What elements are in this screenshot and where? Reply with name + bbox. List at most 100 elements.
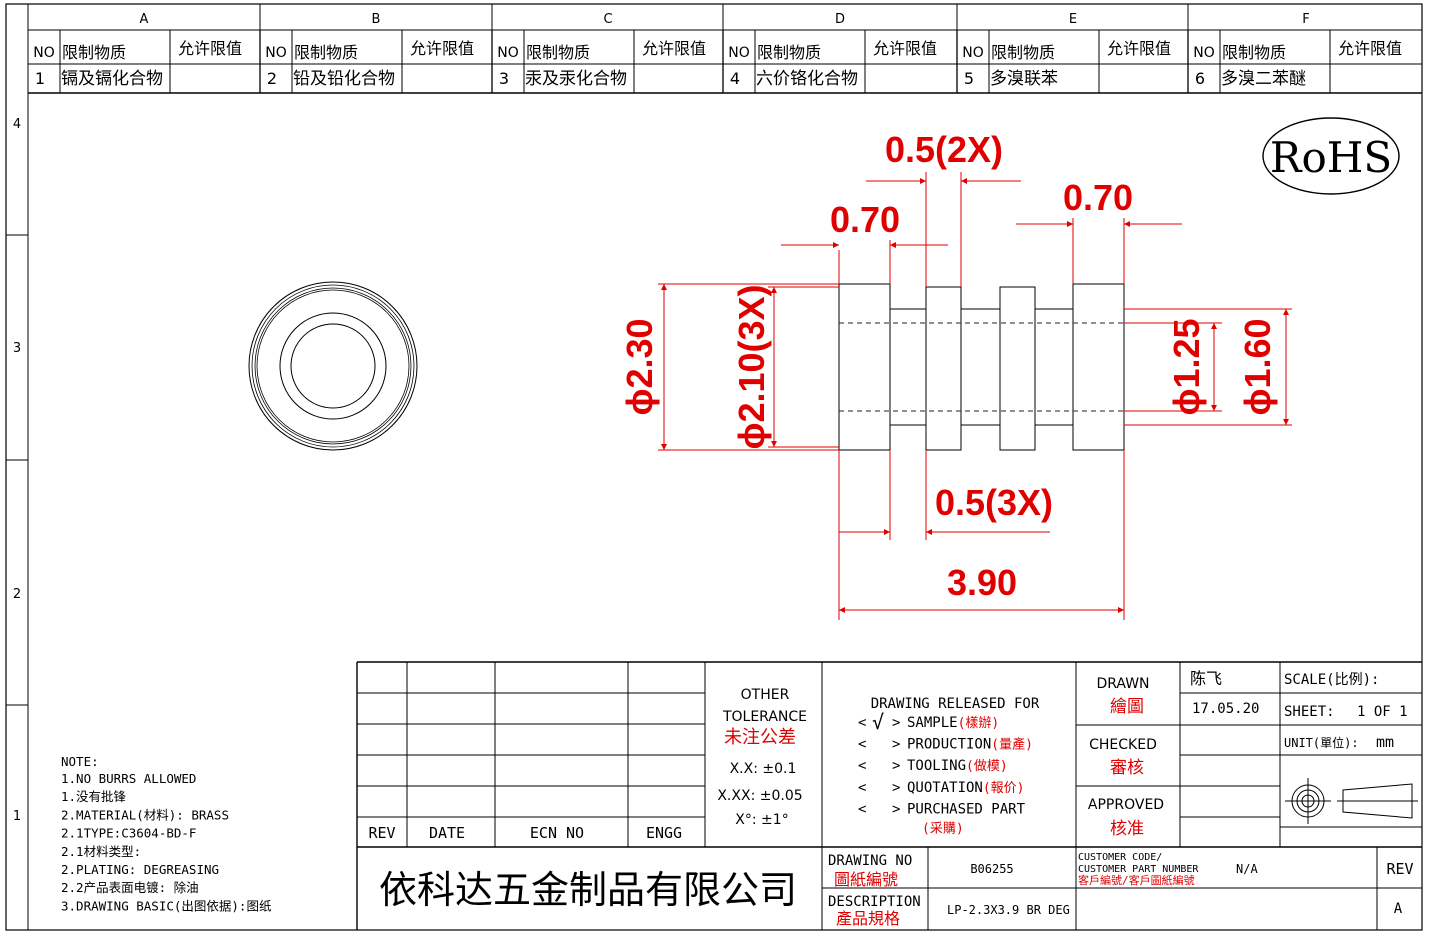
- substance-name: 多溴联苯: [990, 69, 1058, 89]
- customer-value: N/A: [1236, 862, 1258, 876]
- substance-name-header: 限制物质: [62, 43, 126, 62]
- substance-no-header: NO: [33, 45, 55, 61]
- substance-limit-header: 允许限值: [178, 39, 242, 58]
- release-bracket-open: <: [858, 737, 866, 753]
- note-line: 2.PLATING: DEGREASING: [61, 862, 219, 877]
- release-bracket-close: >: [892, 758, 900, 774]
- sheet-label: SHEET:: [1284, 704, 1335, 720]
- sheet-border: [5, 3, 1423, 931]
- substance-limit-header: 允许限值: [1338, 39, 1402, 58]
- zone-col-b: B: [372, 12, 381, 27]
- rev-label: REV: [1386, 860, 1413, 878]
- substance-no-header: NO: [265, 45, 287, 61]
- dim-inner-dia: ϕ1.25: [1166, 318, 1207, 415]
- projection-symbol-icon: [1285, 778, 1418, 824]
- release-block: DRAWING RELEASED FOR <>√SAMPLE(樣辦)<>PROD…: [858, 696, 1040, 836]
- release-title: DRAWING RELEASED FOR: [871, 696, 1040, 712]
- dim-flange-dia: ϕ2.10(3X): [731, 284, 772, 449]
- unit-value: mm: [1376, 733, 1394, 751]
- unit-label: UNIT(單位):: [1284, 735, 1359, 750]
- substance-name-header: 限制物质: [294, 43, 358, 62]
- drawing-no-label: DRAWING NO: [828, 853, 912, 869]
- substance-no: 3: [499, 69, 509, 88]
- substance-limit-header: 允许限值: [1107, 39, 1171, 58]
- dim-top-spacing: 0.5(2X): [885, 129, 1003, 170]
- bottom-info: DRAWING NO 圖紙編號 B06255 CUSTOMER CODE/ CU…: [828, 852, 1414, 928]
- release-option-label: QUOTATION: [907, 780, 983, 796]
- dimension-lines: [658, 172, 1292, 620]
- substance-no-header: NO: [1193, 45, 1215, 61]
- substance-name: 多溴二苯醚: [1221, 69, 1306, 89]
- checked-cn-label: 審核: [1110, 758, 1144, 778]
- release-bracket-close: >: [892, 801, 900, 817]
- checkmark-icon: √: [872, 710, 884, 734]
- release-option-cn-label: (報价): [983, 781, 1025, 796]
- dim-bottom-spacing: 0.5(3X): [935, 482, 1053, 523]
- drawing-no-cn-label: 圖紙編號: [834, 870, 898, 889]
- note-line: 1.没有批锋: [61, 789, 127, 804]
- zone-row-4: 4: [13, 117, 21, 132]
- rohs-badge: RoHS: [1262, 117, 1400, 195]
- flange-2: [925, 286, 962, 451]
- title-block-grid: [356, 661, 1422, 930]
- release-option-label: PURCHASED PART: [907, 801, 1026, 817]
- tolerance-xxx: X.XX: ±0.05: [717, 788, 802, 804]
- zone-col-d: D: [835, 12, 845, 27]
- dim-left-width: 0.70: [830, 199, 900, 240]
- substance-limit-header: 允许限值: [642, 39, 706, 58]
- release-option-cn-label: (量產): [991, 737, 1033, 753]
- rohs-label: RoHS: [1270, 133, 1392, 182]
- substance-no: 6: [1195, 69, 1205, 88]
- note-line: 1.NO BURRS ALLOWED: [61, 771, 196, 786]
- rev-header: REV: [368, 824, 395, 842]
- scale-block: SCALE(比例): SHEET: 1 OF 1 UNIT(單位): mm: [1284, 672, 1418, 824]
- release-bracket-open: <: [858, 758, 866, 774]
- substance-name: 汞及汞化合物: [525, 69, 627, 89]
- end-view: [248, 281, 418, 451]
- substance-name: 六价铬化合物: [756, 69, 858, 89]
- customer-cn-label: 客戶編號/客戶圖紙編號: [1078, 873, 1195, 887]
- substance-no: 1: [35, 69, 45, 88]
- notes-title: NOTE:: [61, 754, 99, 769]
- tolerance-xx: X.X: ±0.1: [730, 761, 797, 777]
- substance-no: 4: [730, 69, 740, 88]
- release-bracket-close: >: [892, 780, 900, 796]
- release-option-label: SAMPLE: [907, 715, 958, 731]
- scale-label: SCALE(比例):: [1284, 672, 1379, 688]
- release-bracket-open: <: [858, 715, 866, 731]
- zone-row-2: 2: [13, 587, 21, 602]
- substance-limit-header: 允许限值: [410, 39, 474, 58]
- zone-labels: A B C D E F 4 3 2 1: [13, 12, 1310, 824]
- drawn-name: 陈飞: [1190, 669, 1222, 688]
- checked-label: CHECKED: [1089, 737, 1157, 753]
- rev-value: A: [1394, 901, 1403, 917]
- drawn-cn-label: 繪圖: [1110, 697, 1144, 717]
- zone-row-1: 1: [13, 809, 21, 824]
- note-line: 2.1TYPE:C3604-BD-F: [61, 826, 196, 841]
- release-option-cn-label: (樣辦): [958, 716, 1000, 731]
- side-view: [838, 283, 1125, 451]
- substance-name: 镉及镉化合物: [61, 69, 163, 89]
- tolerance-title-2: TOLERANCE: [722, 709, 807, 725]
- dim-core-dia: ϕ1.60: [1237, 318, 1278, 415]
- description-value: LP-2.3X3.9 BR DEG: [947, 903, 1070, 917]
- substance-no-header: NO: [497, 45, 519, 61]
- release-bracket-close: >: [892, 715, 900, 731]
- drawn-date: 17.05.20: [1192, 701, 1259, 717]
- substance-name-header: 限制物质: [757, 43, 821, 62]
- tolerance-block: OTHER TOLERANCE 未注公差 X.X: ±0.1 X.XX: ±0.…: [717, 687, 807, 828]
- description-cn-label: 產品規格: [836, 909, 900, 928]
- release-option-cn-label: (采購): [922, 821, 964, 836]
- customer-label-2: CUSTOMER PART NUMBER: [1078, 864, 1199, 875]
- substance-no: 2: [267, 69, 277, 88]
- tolerance-title-cn: 未注公差: [724, 727, 796, 748]
- zone-col-e: E: [1069, 12, 1077, 27]
- company-block: 依科达五金制品有限公司: [379, 868, 797, 912]
- revision-table: REV DATE ECN NO ENGG: [368, 824, 682, 842]
- approved-cn-label: 核准: [1110, 819, 1144, 839]
- release-bracket-close: >: [892, 737, 900, 753]
- zone-col-f: F: [1302, 12, 1309, 27]
- zone-col-a: A: [140, 12, 149, 27]
